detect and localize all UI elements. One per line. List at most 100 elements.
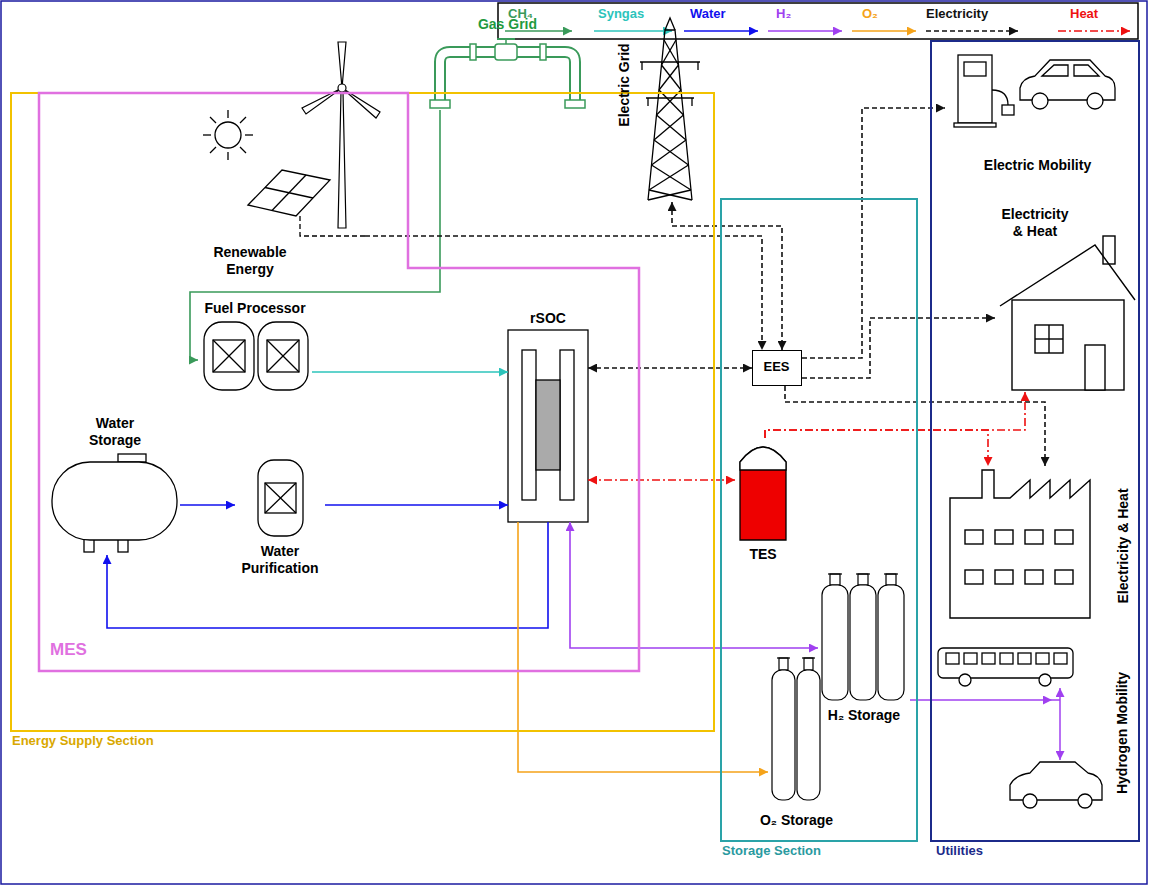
node-label: Fuel Processor xyxy=(198,300,312,317)
oxygen-cylinders-icon xyxy=(802,657,815,658)
legend-box xyxy=(1058,30,1130,32)
pylon-icon xyxy=(697,62,698,70)
purifier-icon xyxy=(258,460,303,536)
purifier-icon xyxy=(265,483,296,513)
oxygen-cylinders-icon xyxy=(797,670,820,800)
rsoc-unit: rSOC xyxy=(508,308,588,522)
thermal-storage: TES xyxy=(735,438,791,570)
charger-and-car-icon xyxy=(954,123,996,127)
purifier-icon xyxy=(265,483,296,513)
bus-icon xyxy=(982,653,995,664)
rsoc-stack-icon xyxy=(536,380,560,470)
flow-connector xyxy=(518,522,768,772)
pylon-icon xyxy=(641,62,642,70)
fuel-processor-icon xyxy=(267,340,299,372)
hydrogen-car-icon xyxy=(1023,794,1037,808)
house-icon xyxy=(1000,245,1135,306)
pylon-icon xyxy=(662,65,682,90)
flow-connector xyxy=(765,392,1025,438)
node-label: Energy Supply Section xyxy=(12,733,154,749)
fuel-processor-icon xyxy=(258,322,308,390)
electric-mobility: Electric Mobility xyxy=(945,45,1130,180)
factory-icon xyxy=(1055,530,1073,544)
oxygen-cylinders-icon xyxy=(779,658,788,670)
legend-label: Water xyxy=(690,6,726,22)
gas-pipe-icon xyxy=(430,100,450,108)
thermal-tank-icon xyxy=(740,447,786,540)
sun-icon xyxy=(245,134,253,135)
factory-icon xyxy=(995,570,1013,584)
fuel-processor: Fuel Processor xyxy=(198,298,312,395)
region-box: EESTESH₂ StorageO₂ StorageStorage Sectio… xyxy=(720,198,918,842)
legend-box xyxy=(926,30,1018,32)
pylon-icon xyxy=(652,140,687,165)
legend-box xyxy=(498,3,1138,39)
factory-icon xyxy=(950,470,1090,618)
oxygen-cylinders-icon xyxy=(777,657,790,658)
thermal-tank-icon xyxy=(740,447,786,470)
flow-connector xyxy=(785,386,1045,466)
flow-connector xyxy=(672,202,782,350)
node-label: Electricity & Heat xyxy=(995,206,1075,240)
flow-connector xyxy=(570,522,818,648)
sun-icon xyxy=(203,110,253,160)
node-label: Renewable Energy xyxy=(195,244,305,278)
solar-panel-icon xyxy=(272,175,306,211)
node-label: Water Storage xyxy=(75,415,155,449)
sun-icon xyxy=(240,117,246,123)
flow-connector xyxy=(325,504,508,506)
hydrogen-split-lines xyxy=(1052,688,1060,760)
pylon-icon xyxy=(664,40,679,65)
hydrogen-cylinders-icon xyxy=(856,573,870,574)
water-storage: Water Storage xyxy=(50,415,180,555)
hydrogen-cylinders-icon xyxy=(878,585,904,700)
gas-pipe-icon xyxy=(565,100,585,108)
pylon-icon xyxy=(652,165,692,190)
charger-and-car-icon xyxy=(1087,93,1103,109)
flow-connector xyxy=(365,236,762,350)
sun-icon xyxy=(210,147,216,153)
fuel-processor-icon xyxy=(204,322,254,390)
fuel-processor-icon xyxy=(267,340,299,372)
rsoc-stack-icon xyxy=(508,330,588,522)
rsoc-stack-icon xyxy=(508,330,588,522)
gas-pipe-icon xyxy=(540,44,546,60)
wind-turbine-icon xyxy=(338,42,346,88)
solar-panel-icon xyxy=(300,216,365,236)
solar-panel-icon xyxy=(248,170,330,216)
hydrogen-mobility: Hydrogen Mobility xyxy=(1052,648,1138,816)
charger-and-car-icon xyxy=(1020,60,1115,100)
charger-and-car-icon xyxy=(1002,105,1014,115)
purifier-icon xyxy=(265,483,296,513)
house-icon xyxy=(1000,236,1135,390)
rsoc-stack-icon xyxy=(560,350,574,500)
flow-connector xyxy=(802,108,945,358)
solar-panel-icon xyxy=(248,170,365,236)
bus-icon xyxy=(1036,653,1049,664)
water-purification: Water Purification xyxy=(235,455,325,585)
oxygen-cylinders-icon xyxy=(772,658,820,800)
pylon-icon xyxy=(646,97,694,98)
fuel-processor-icon xyxy=(213,340,245,372)
electric-grid: Electric Grid xyxy=(610,15,705,202)
node-label: Hydrogen Mobility xyxy=(1114,672,1131,794)
hydrogen-car-icon xyxy=(1010,762,1102,808)
oxygen-cylinders-icon xyxy=(772,670,795,800)
charger-and-car-icon xyxy=(992,90,1008,105)
renewable-source: Renewable Energy xyxy=(195,38,365,280)
oxygen-cylinders-icon xyxy=(804,658,813,670)
node-label: Electric Grid xyxy=(616,43,633,126)
flow-connector xyxy=(765,430,988,466)
house-icon xyxy=(1035,325,1063,353)
legend-label: Electricity xyxy=(926,6,988,22)
node-label: Gas Grid xyxy=(425,16,590,33)
bus-icon xyxy=(1039,674,1051,686)
fuel-processor-icon xyxy=(213,340,245,372)
pylon-icon xyxy=(640,61,700,62)
node-label: Water Purification xyxy=(235,543,325,577)
region-box: Renewable EnergyFuel Processor rSOC Water … xyxy=(10,92,715,732)
oxygen-storage: O₂ Storage xyxy=(768,652,825,832)
hydrogen-split-lines xyxy=(1052,699,1060,701)
